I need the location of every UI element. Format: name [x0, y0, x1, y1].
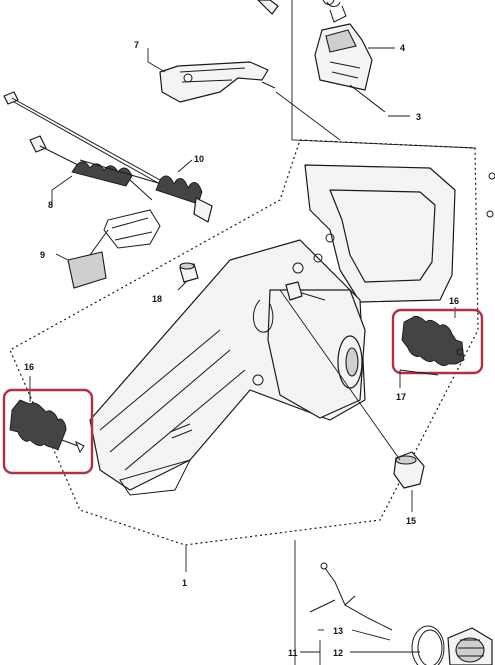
part-16-right-damper-spring [401, 315, 465, 367]
callout-7: 7 [134, 40, 139, 50]
top-spring-partial [322, 0, 341, 7]
group-bracket-bottom [294, 540, 321, 665]
callout-8: 8 [48, 200, 53, 210]
part-16-left-damper-spring [9, 399, 85, 454]
callout-3: 3 [416, 112, 421, 122]
callout-17: 17 [396, 392, 406, 402]
callout-4: 4 [400, 43, 405, 53]
callout-1: 1 [182, 578, 187, 588]
callout-16-right: 16 [449, 296, 459, 306]
part-4-latch [314, 5, 373, 91]
callout-13: 13 [333, 626, 343, 636]
part-3-pin [349, 84, 386, 113]
part-12-oil-cap [411, 625, 493, 665]
part-9-stop-switch [67, 209, 161, 289]
callout-16-left: 16 [24, 362, 34, 372]
callout-9: 9 [40, 250, 45, 260]
part-10-cable [79, 159, 213, 223]
assembly-boundary [9, 139, 479, 546]
part-18-bushing [179, 262, 199, 283]
part-13-wire [309, 562, 393, 631]
part-8-throttle-cable [29, 135, 153, 201]
choke-rod [3, 91, 161, 185]
callout-15: 15 [406, 516, 416, 526]
callout-12: 12 [333, 648, 343, 658]
callout-18: 18 [152, 294, 162, 304]
part-15-bushing [393, 451, 425, 489]
group-bracket-top [291, 0, 476, 149]
top-partial-part [257, 0, 279, 15]
callout-11: 11 [288, 648, 298, 658]
callout-10: 10 [194, 154, 204, 164]
part-1-handle-assembly [89, 164, 456, 496]
highlight-left-16 [2, 388, 94, 475]
highlight-right-16 [391, 308, 484, 375]
part-7-throttle-trigger [159, 61, 276, 103]
